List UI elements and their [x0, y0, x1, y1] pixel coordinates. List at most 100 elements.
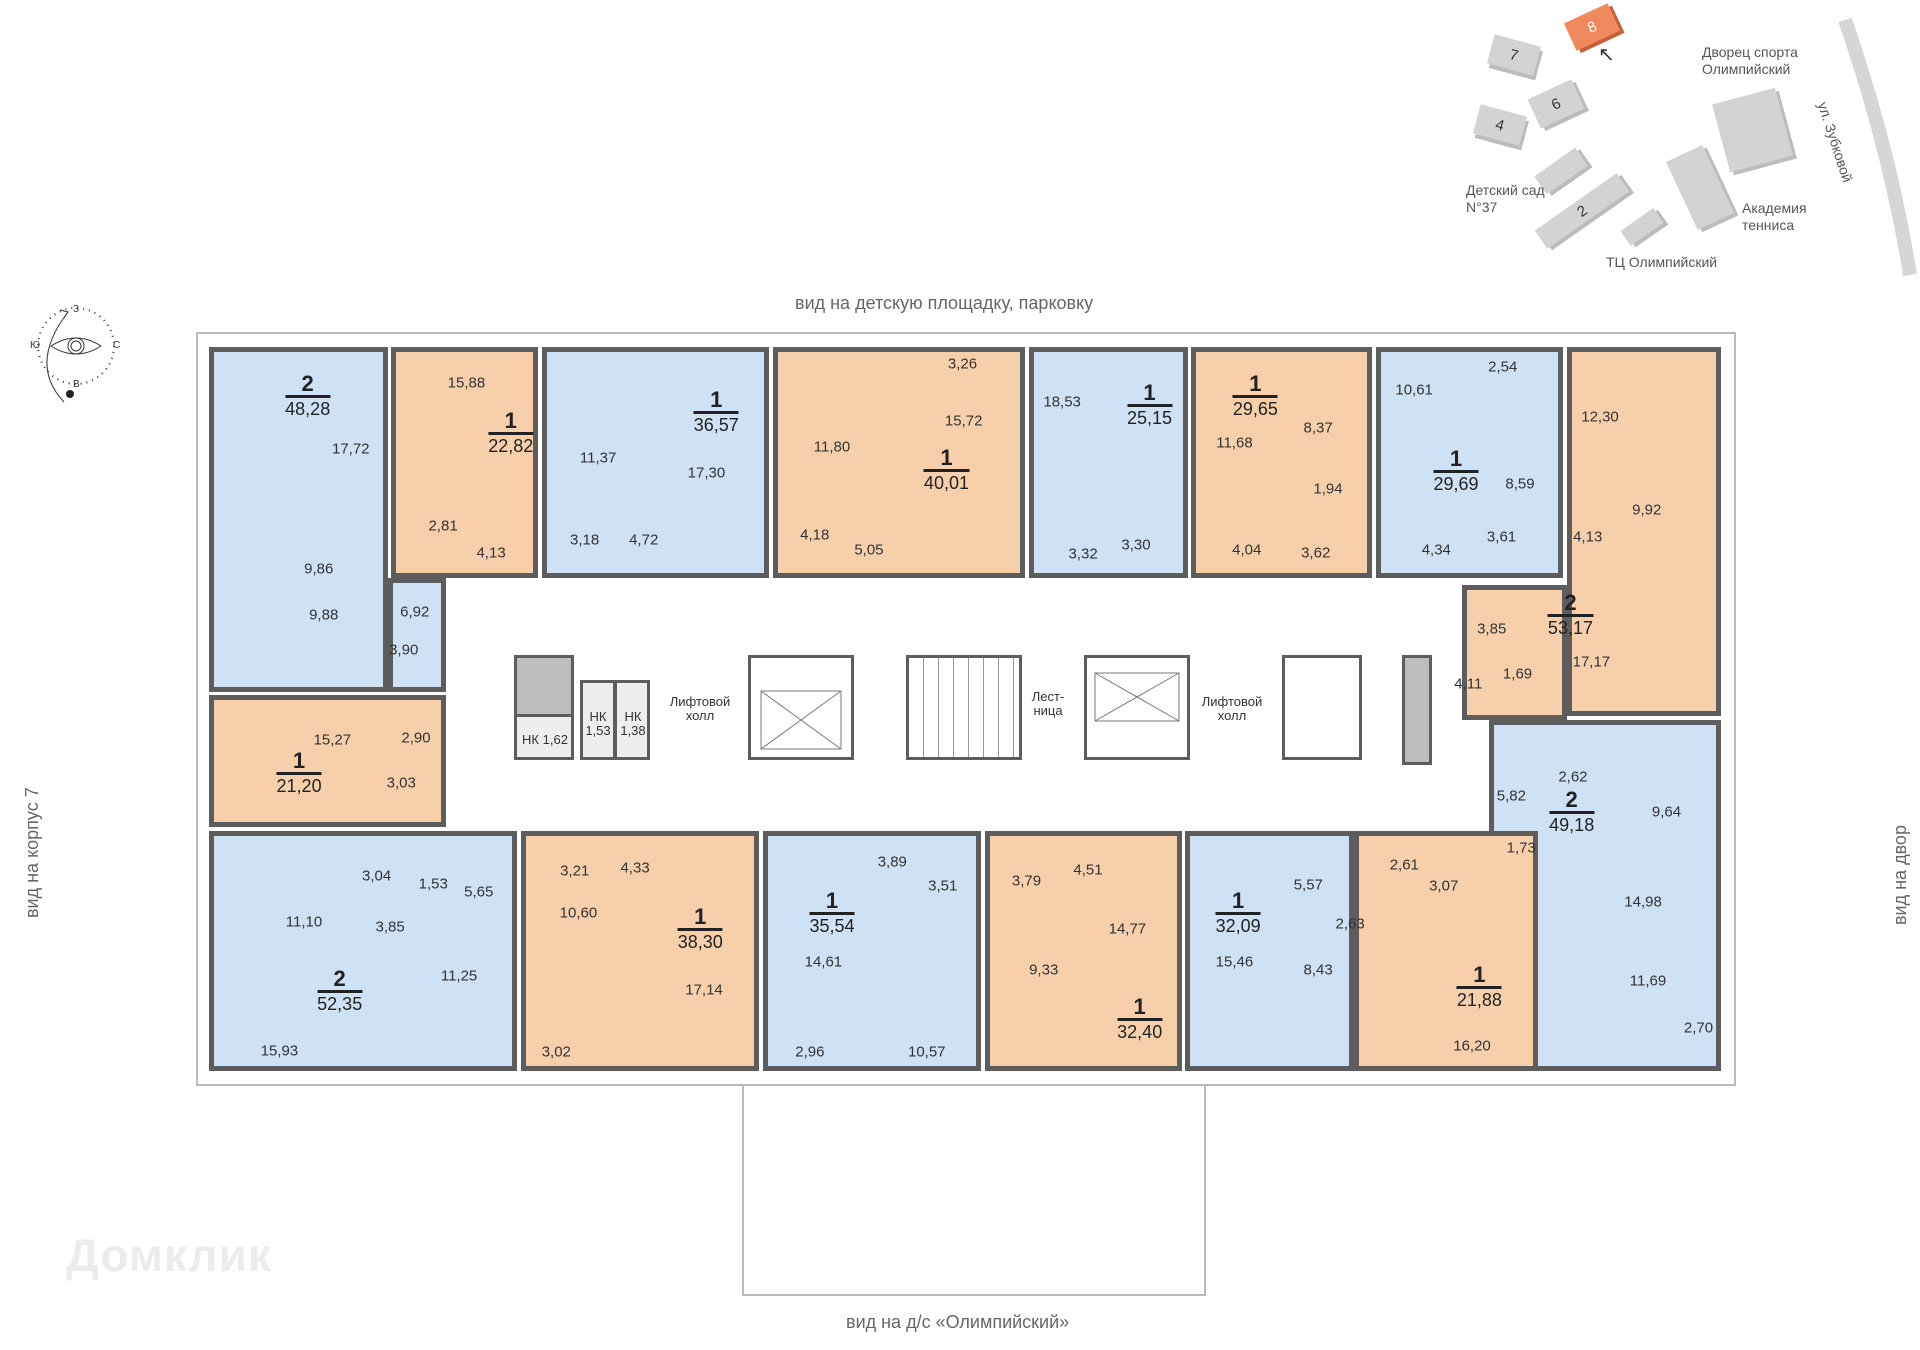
room-area: 17,72: [331, 440, 370, 458]
room-area: 11,80: [813, 438, 851, 456]
compass-north: С: [113, 340, 121, 351]
apartment-area-block[interactable]: [1191, 347, 1373, 579]
rooms-count: 2: [301, 371, 314, 397]
room-area: 9,33: [1029, 961, 1059, 979]
sun-icon: [66, 390, 74, 398]
map-label-tennis: Академия тенниса: [1742, 200, 1807, 233]
room-area: 4,13: [476, 544, 506, 562]
watermark-domclick-logo: Домклик: [66, 1229, 272, 1281]
room-area: 5,65: [464, 883, 494, 901]
apartment-area-block[interactable]: [1353, 830, 1539, 1071]
room-area: 6,92: [400, 603, 430, 621]
rooms-count: 2: [333, 965, 346, 991]
total-area: 35,54: [809, 912, 855, 936]
rooms-count: 2: [1564, 590, 1577, 616]
room-area: 14,98: [1624, 893, 1662, 911]
apartment-area-block[interactable]: [772, 347, 1026, 579]
room-area: 10,57: [907, 1043, 946, 1061]
map-building-6: 6: [1527, 79, 1585, 129]
total-area: 22,82: [488, 432, 534, 456]
room-area: 5,05: [854, 541, 884, 559]
apartment-area-block[interactable]: [1566, 347, 1721, 717]
apartment-area-block[interactable]: [387, 578, 446, 692]
room-area: 15,88: [447, 374, 486, 392]
room-area: 16,20: [1453, 1037, 1491, 1055]
room-area: 4,33: [620, 859, 650, 877]
room-area: 3,85: [375, 918, 405, 936]
compass-south: Ю: [30, 340, 41, 351]
room-area: 11,10: [285, 913, 323, 931]
compass-west: З: [73, 304, 80, 315]
room-area: 4,72: [629, 531, 659, 549]
room-area: 18,53: [1043, 393, 1081, 411]
room-area: 5,57: [1293, 876, 1323, 894]
room-area: 3,51: [928, 877, 958, 895]
apartment-area-block[interactable]: [209, 830, 517, 1071]
total-area: 21,20: [276, 771, 322, 796]
room-area: 1,53: [418, 875, 448, 893]
room-area: 8,59: [1505, 475, 1535, 493]
rooms-count: 1: [504, 408, 517, 434]
apartment-area-block[interactable]: [1028, 347, 1188, 579]
room-area: 9,64: [1651, 803, 1682, 821]
total-area: 25,15: [1127, 403, 1173, 428]
map-street: [1838, 17, 1917, 277]
apartment-area-block[interactable]: [1376, 347, 1564, 579]
room-area: 17,14: [685, 981, 723, 999]
rooms-count: 2: [1565, 787, 1578, 813]
room-area: 1,73: [1506, 839, 1536, 857]
shaft-right: [1402, 655, 1432, 765]
map-building-4: 4: [1472, 104, 1528, 146]
room-area: 3,21: [560, 862, 590, 880]
apartment-area-block[interactable]: [541, 347, 770, 579]
compass: З Ю С В: [18, 294, 128, 404]
total-area: 21,88: [1456, 986, 1502, 1010]
apartment-area-block[interactable]: [391, 347, 538, 579]
apartment-area-block[interactable]: [209, 347, 388, 692]
apartment-area-block[interactable]: [1185, 830, 1354, 1071]
lift-right-2: [1282, 655, 1362, 760]
total-area: 38,30: [677, 928, 723, 952]
view-left: вид на корпус 7: [22, 787, 42, 918]
room-area: 3,89: [877, 853, 907, 871]
apartment-area-block[interactable]: [1462, 584, 1567, 720]
rooms-count: 1: [1143, 379, 1156, 405]
map-sport-palace: [1712, 87, 1793, 173]
room-area: 4,11: [1454, 675, 1483, 693]
apartment-area-block[interactable]: [763, 830, 981, 1071]
room-area: 15,93: [260, 1042, 299, 1060]
eye-icon: [50, 337, 102, 355]
apartment-area-block[interactable]: [209, 695, 446, 828]
room-area: 2,62: [1558, 768, 1588, 786]
apartment-area-block[interactable]: [520, 830, 760, 1071]
view-top: вид на детскую площадку, парковку: [795, 293, 1094, 313]
shaft: [514, 655, 574, 717]
map-label-sport-palace: Дворец спорта Олимпийский: [1702, 44, 1798, 77]
apartment-area-block[interactable]: [984, 830, 1182, 1071]
total-area: 49,18: [1549, 811, 1595, 835]
stairs: [906, 655, 1022, 760]
map-label-kindergarten: Детский сад N°37: [1466, 182, 1545, 215]
room-area: 2,81: [428, 517, 458, 535]
total-area: 36,57: [693, 411, 739, 435]
map-building-7: 7: [1486, 34, 1542, 76]
map-tennis: [1666, 145, 1734, 230]
room-area: 3,02: [541, 1043, 571, 1061]
room-area: 3,32: [1068, 545, 1098, 563]
rooms-count: 1: [1449, 446, 1463, 472]
room-area: 3,61: [1486, 528, 1517, 546]
storage-nk-1-label: НК 1,62: [522, 732, 568, 747]
room-area: 12,30: [1581, 408, 1619, 426]
room-area: 14,77: [1108, 920, 1147, 938]
